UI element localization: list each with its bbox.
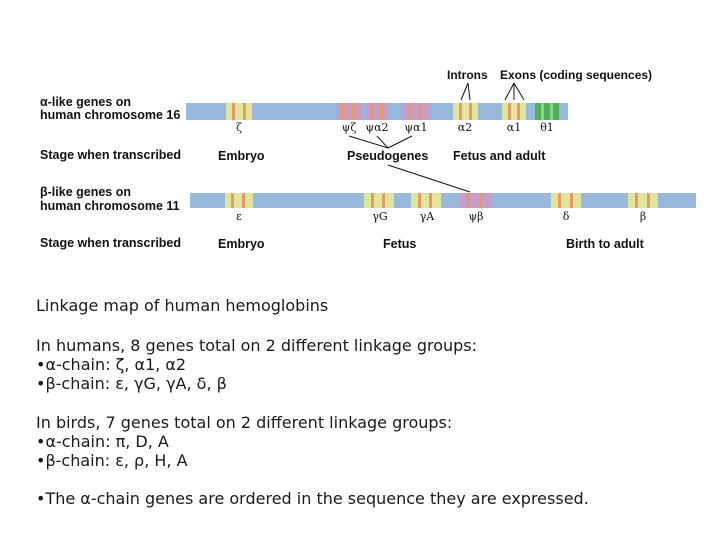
alpha-pseudogene-psi-alpha2 <box>366 103 388 120</box>
alpha-label-line1: α-like genes on <box>40 95 131 109</box>
hemoglobin-linkage-map: α-like genes on human chromosome 16 <box>40 68 696 251</box>
gene-label-zeta: ζ <box>236 121 242 134</box>
beta-gene-epsilon <box>225 193 253 208</box>
callout-introns: Introns <box>447 68 488 82</box>
alpha-pseudogene-psi-zeta <box>337 103 361 120</box>
beta-stage-label: Stage when transcribed <box>40 236 181 250</box>
humans-intro: In humans, 8 genes total on 2 different … <box>36 336 478 355</box>
alpha-label-line2: human chromosome 16 <box>40 108 180 122</box>
beta-gene-a-gamma <box>411 193 441 208</box>
humans-alpha-chain: •α-chain: ζ, α1, α2 <box>36 355 187 374</box>
alpha-stage-embryo: Embryo <box>218 149 265 163</box>
gene-label-alpha2: α2 <box>458 121 472 134</box>
beta-pseudogene-psi-beta <box>460 193 492 208</box>
gene-label-psi-zeta: ψζ <box>342 121 357 134</box>
callout-pseudogenes-arrows <box>348 135 471 193</box>
beta-gene-g-gamma <box>364 193 394 208</box>
alpha-gene-alpha1 <box>502 103 526 120</box>
beta-gene-delta <box>551 193 581 208</box>
gene-label-delta: δ <box>563 210 570 223</box>
gene-label-g-gamma: γG <box>372 210 387 223</box>
gene-label-psi-alpha1: ψα1 <box>404 121 427 134</box>
beta-gene-beta <box>628 193 658 208</box>
gene-label-psi-beta: ψβ <box>469 210 484 223</box>
callout-exons: Exons (coding sequences) <box>500 68 652 82</box>
alpha-gene-alpha2 <box>453 103 478 120</box>
gene-label-a-gamma: γA <box>420 210 436 223</box>
conclusion: •The α-chain genes are ordered in the se… <box>36 489 589 508</box>
birds-intro: In birds, 7 genes total on 2 different l… <box>36 413 453 432</box>
callout-pseudogenes: Pseudogenes <box>347 149 428 163</box>
gene-label-theta1: θ1 <box>540 121 554 134</box>
beta-stage-fetus: Fetus <box>383 237 416 251</box>
alpha-stage-fetus-adult: Fetus and adult <box>453 149 546 163</box>
gene-label-beta: β <box>640 210 646 223</box>
callout-exons-arrows <box>504 82 525 101</box>
humans-beta-chain: •β-chain: ε, γG, γA, δ, β <box>36 374 227 393</box>
caption: Linkage map of human hemoglobins <box>36 296 329 315</box>
beta-stage-birth-adult: Birth to adult <box>566 237 645 251</box>
gene-label-epsilon: ε <box>236 210 242 223</box>
callout-introns-arrows <box>460 82 471 101</box>
gene-label-alpha1: α1 <box>507 121 521 134</box>
alpha-gene-theta1 <box>535 103 559 120</box>
alpha-pseudogene-psi-alpha1 <box>403 103 429 120</box>
beta-label-line2: human chromosome 11 <box>40 199 180 213</box>
alpha-stage-label: Stage when transcribed <box>40 148 181 162</box>
birds-alpha-chain: •α-chain: π, D, A <box>36 432 169 451</box>
beta-chromosome-bar <box>190 193 696 208</box>
gene-label-psi-alpha2: ψα2 <box>365 121 388 134</box>
beta-stage-embryo: Embryo <box>218 237 265 251</box>
birds-beta-chain: •β-chain: ε, ρ, H, A <box>36 451 188 470</box>
beta-label-line1: β-like genes on <box>40 185 131 199</box>
alpha-gene-zeta <box>226 103 252 120</box>
